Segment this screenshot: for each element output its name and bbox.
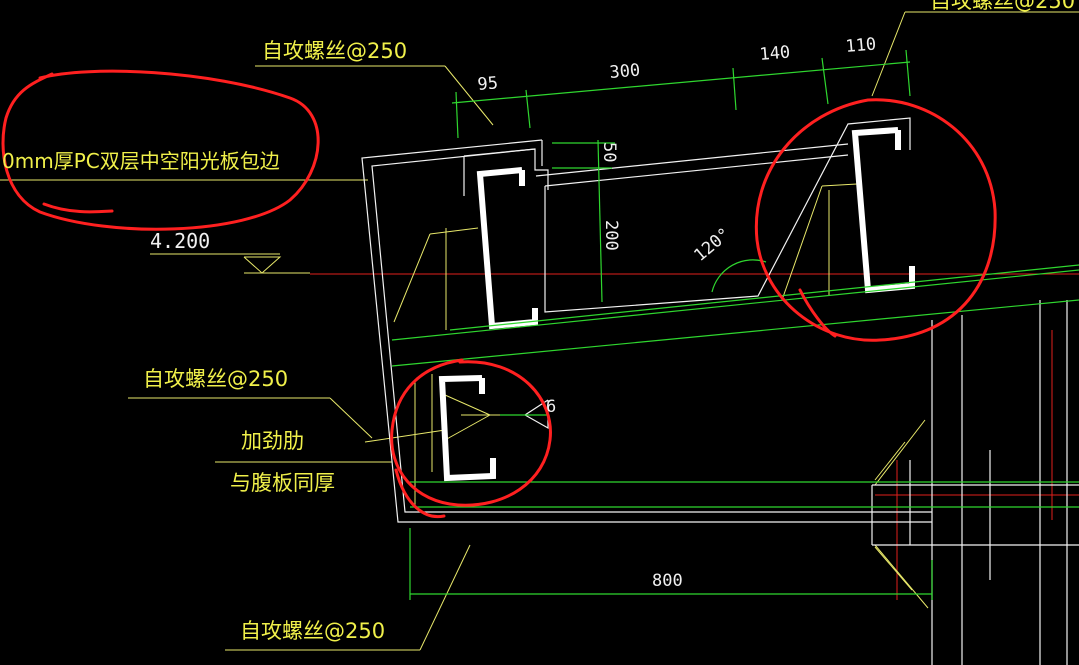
dim-95-text: 95 [477, 73, 499, 95]
rafter-bottom [391, 299, 1079, 367]
level-triangle [243, 256, 282, 274]
leader-stiffener-tick [364, 429, 446, 443]
leader-screw-top-left [444, 65, 494, 126]
dim-ext-2 [525, 89, 531, 129]
rafter-flange [449, 264, 1079, 331]
dim-140-text: 140 [759, 42, 791, 65]
gutter-trough [544, 117, 911, 313]
dim-800-text: 800 [652, 571, 683, 591]
structure-outline [361, 117, 1079, 665]
purlin-bottom [438, 375, 496, 482]
gusset-diag-4 [874, 546, 913, 591]
stiffener-right-a [781, 185, 823, 301]
markup-circles [1, 69, 997, 519]
stiffener-left-a [393, 233, 431, 323]
markup-circle-right [754, 98, 997, 342]
stiffener-left-c [429, 227, 479, 235]
bolt-leader-c [444, 414, 491, 441]
dim-110-text: 110 [845, 34, 877, 57]
dimension-lines [391, 49, 1079, 600]
gusset-diag-3 [874, 441, 906, 481]
centerlines [310, 273, 1079, 600]
purlin-right [851, 127, 915, 294]
leader-screw-top-right [871, 11, 906, 97]
weld-size-text: 6 [546, 397, 556, 417]
purlins [438, 127, 915, 482]
dim-50-text: 50 [599, 142, 619, 162]
leader-lines [0, 11, 1079, 651]
dim-ext-5 [905, 49, 911, 97]
markup-circle-bottom [390, 358, 552, 519]
dim-300-text: 300 [609, 60, 641, 83]
dim-200-text: 200 [601, 220, 621, 251]
stiffener-label-1: 加劲肋 [241, 429, 304, 453]
dim-ext-3 [732, 67, 737, 111]
pc-sheet-label: 0mm厚PC双层中空阳光板包边 [2, 149, 280, 173]
level-label: 4.200 [150, 229, 210, 253]
bolt-leader-b [444, 394, 491, 416]
screw-label-bottom: 自攻螺丝@250 [240, 619, 385, 643]
panel-top-line-1 [535, 143, 849, 177]
rafter-top [391, 269, 1079, 341]
dim-vertical [597, 139, 603, 303]
angle-text: 120° [690, 224, 734, 266]
screw-label-mid-left: 自攻螺丝@250 [143, 367, 288, 391]
bracket-left [463, 148, 549, 190]
stiffener-label-2: 与腹板同厚 [230, 471, 335, 495]
gutter-skin [361, 139, 932, 523]
screw-label-top-left: 自攻螺丝@250 [262, 39, 407, 63]
gutter-skin-inner [371, 148, 932, 513]
gusset-diag-2 [874, 544, 929, 609]
gusset-diag-1 [874, 419, 926, 486]
stiffener-right-c [821, 183, 858, 187]
markup-circle-left [1, 69, 320, 231]
dim-chain-top [451, 61, 911, 104]
angle-arc [711, 259, 767, 293]
leader-screw-mid [329, 397, 373, 439]
dim-ext-1 [455, 91, 459, 139]
screw-label-top-right: 自攻螺丝@250 [930, 0, 1075, 13]
leader-screw-bottom [419, 544, 471, 651]
panel-top-line-2 [544, 154, 849, 187]
dim-ext-4 [821, 57, 829, 105]
purlin-left [476, 167, 538, 330]
